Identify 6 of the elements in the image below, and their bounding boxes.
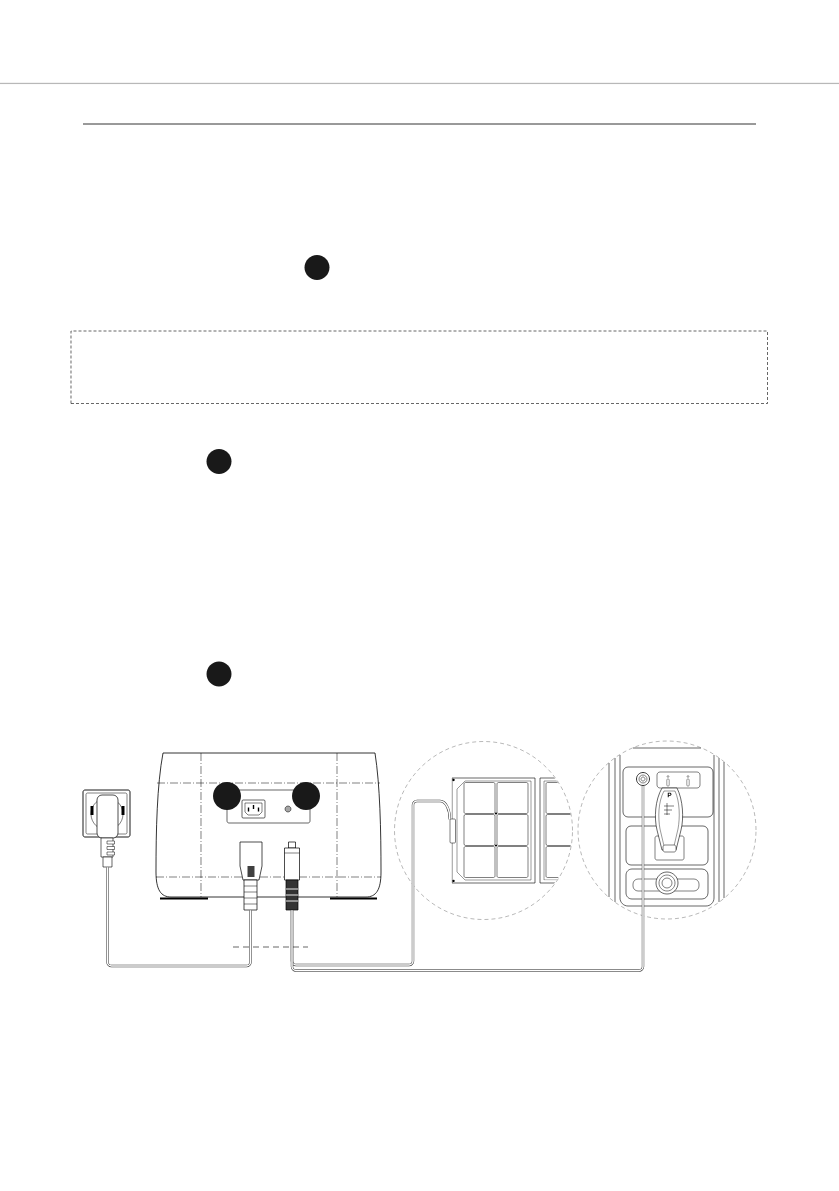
car-socket [636, 772, 650, 786]
cable [106, 866, 252, 968]
inset-circle [577, 740, 757, 920]
solar-panel [449, 777, 572, 884]
inset-circle [394, 741, 573, 920]
note-box [70, 330, 768, 404]
